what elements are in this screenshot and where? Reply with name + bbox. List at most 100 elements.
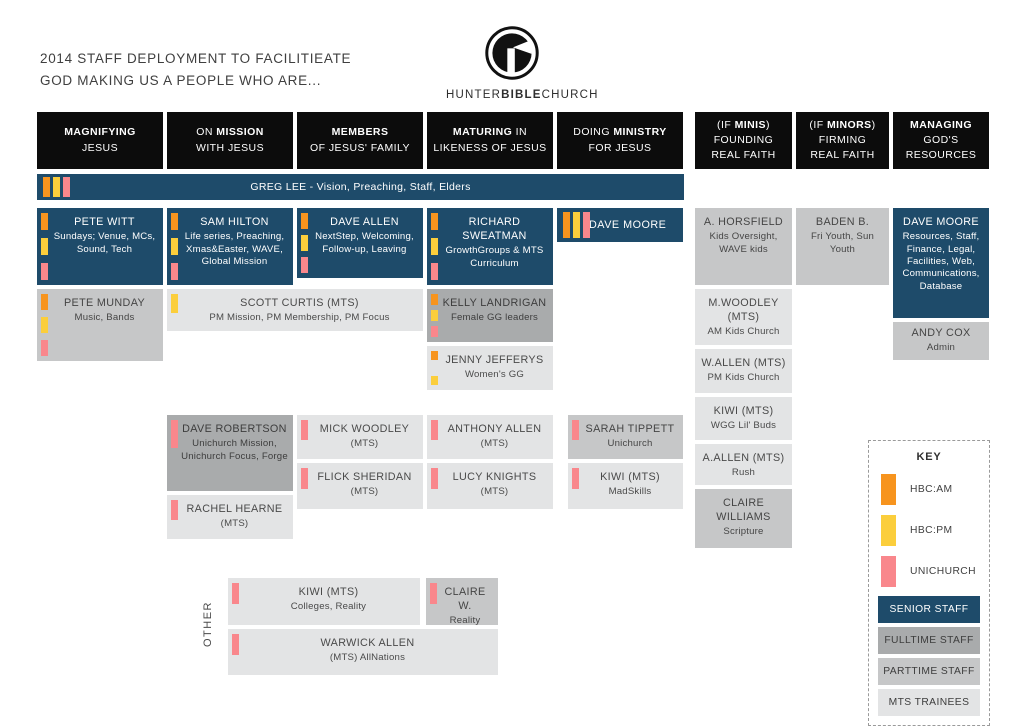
- staff-card-dave-moore-resources: DAVE MOORE Resources, Staff, Finance, Leg…: [893, 208, 989, 318]
- tag-stripes: [171, 213, 178, 280]
- staff-card-mick-woodley: MICK WOODLEY (MTS): [297, 415, 423, 459]
- staff-name: RICHARD SWEATMAN: [462, 216, 527, 243]
- hbc-pm-stripe: [53, 177, 60, 197]
- staff-card-rachel-hearne: RACHEL HEARNE(MTS): [167, 495, 293, 539]
- legend-key: KEY HBC:AM HBC:PM UNICHURCH SENIOR STAFF…: [868, 440, 990, 726]
- hbc-pm-stripe: [431, 237, 438, 256]
- staff-card-sam-hilton: SAM HILTON Life series, Preaching, Xmas&E…: [167, 208, 293, 285]
- tag-stripes: [232, 634, 239, 670]
- staff-name: DAVE MOORE: [903, 216, 979, 228]
- unichurch-stripe: [301, 468, 308, 489]
- tag-stripes: [301, 468, 308, 504]
- legend-row-hbc-am: HBC:AM: [878, 469, 980, 510]
- unichurch-swatch: [881, 556, 896, 587]
- tag-stripes: [430, 583, 437, 620]
- hbc-am-swatch: [881, 474, 896, 505]
- unichurch-stripe: [63, 177, 70, 197]
- tag-stripes: [431, 213, 438, 280]
- staff-role: Resources, Staff, Finance, Legal, Facili…: [902, 231, 980, 292]
- tag-stripes: [232, 583, 239, 620]
- hbc-pm-stripe: [431, 309, 438, 322]
- staff-role: Colleges, Reality: [290, 601, 367, 613]
- page-title-line1: 2014 STAFF DEPLOYMENT TO FACILITIEATE: [40, 51, 352, 66]
- staff-name: DAVE MOORE: [589, 218, 667, 231]
- staff-card-a-horsfield: A. HORSFIELD Kids Oversight, WAVE kids: [695, 208, 792, 285]
- hbc-pm-stripe: [301, 235, 308, 251]
- staff-role: GrowthGroups & MTS Curriculum: [445, 245, 544, 269]
- unichurch-stripe: [171, 262, 178, 280]
- staff-card-kiwi-madskills: KIWI (MTS)MadSkills: [568, 463, 683, 509]
- staff-role: PM Kids Church: [707, 372, 780, 384]
- staff-name: FLICK SHERIDAN: [317, 471, 412, 483]
- staff-name: SAM HILTON: [200, 216, 269, 228]
- legend-bar-fulltime-staff: FULLTIME STAFF: [878, 627, 980, 654]
- column-header-doing-ministry: DOING MINISTRY FOR JESUS: [557, 112, 683, 169]
- staff-role: NextStep, Welcoming, Follow-up, Leaving: [315, 231, 414, 255]
- staff-role: Reality: [449, 615, 481, 627]
- hbc-pm-stripe: [41, 316, 48, 334]
- other-section-label: OTHER: [202, 601, 214, 647]
- staff-role: AM Kids Church: [707, 326, 780, 338]
- staff-role: (MTS): [350, 438, 379, 450]
- unichurch-stripe: [301, 257, 308, 273]
- staff-card-flick-sheridan: FLICK SHERIDAN (MTS): [297, 463, 423, 509]
- legend-label: HBC:PM: [910, 525, 953, 536]
- logo-word-hunter: HUNTER: [446, 89, 502, 101]
- staff-card-a-allen: A.ALLEN (MTS)Rush: [695, 444, 792, 485]
- hbc-pm-stripe: [41, 237, 48, 256]
- staff-name: DAVE ALLEN: [330, 216, 399, 228]
- staff-role: PM Mission, PM Membership, PM Focus: [209, 312, 390, 324]
- staff-role: Life series, Preaching, Xmas&Easter, WAV…: [184, 231, 285, 267]
- staff-name: JENNY JEFFERYS: [445, 354, 544, 366]
- staff-name: KIWI (MTS): [600, 471, 660, 483]
- staff-card-baden-b: BADEN B.Fri Youth, Sun Youth: [796, 208, 889, 285]
- staff-role: Female GG leaders: [450, 312, 539, 324]
- staff-bar-greg-lee: GREG LEE - Vision, Preaching, Staff, Eld…: [37, 174, 684, 200]
- staff-name: CLAIRE WILLIAMS: [716, 497, 771, 524]
- unichurch-stripe: [232, 634, 239, 655]
- hbc-pm-stripe: [573, 212, 580, 238]
- tag-stripes: [431, 294, 438, 337]
- tag-stripes: [431, 351, 438, 385]
- hbc-am-stripe: [171, 213, 178, 231]
- staff-role: (MTS): [350, 486, 379, 498]
- staff-role: Kids Oversight, WAVE kids: [709, 231, 778, 255]
- staff-bar-label: GREG LEE - Vision, Preaching, Staff, Eld…: [250, 181, 471, 193]
- tag-stripes: [301, 420, 308, 454]
- staff-role: Women's GG: [464, 369, 525, 381]
- unichurch-stripe: [583, 212, 590, 238]
- staff-role: (MTS): [480, 486, 509, 498]
- unichurch-stripe: [171, 500, 178, 520]
- staff-role: Rush: [731, 467, 756, 479]
- staff-role: Sundays; Venue, MCs, Sound, Tech: [53, 231, 156, 255]
- hbc-pm-stripe: [171, 294, 178, 313]
- staff-role: (MTS) AllNations: [329, 652, 406, 664]
- hbc-pm-stripe: [171, 237, 178, 256]
- staff-name: MICK WOODLEY: [319, 423, 410, 435]
- unichurch-stripe: [572, 420, 579, 440]
- hbc-am-stripe: [301, 213, 308, 229]
- unichurch-stripe: [431, 325, 438, 337]
- staff-name: A. HORSFIELD: [703, 216, 784, 228]
- column-header-on-mission: ON MISSION WITH JESUS: [167, 112, 293, 169]
- column-header-maturing: MATURING IN LIKENESS OF JESUS: [427, 112, 553, 169]
- staff-card-dave-allen: DAVE ALLEN NextStep, Welcoming, Follow-up…: [297, 208, 423, 278]
- legend-bar-mts-trainees: MTS TRAINEES: [878, 689, 980, 716]
- tag-stripes: [301, 213, 308, 273]
- staff-name: W.ALLEN (MTS): [701, 357, 786, 369]
- staff-name: LUCY KNIGHTS: [452, 471, 537, 483]
- staff-card-kiwi-colleges: KIWI (MTS)Colleges, Reality: [228, 578, 420, 625]
- staff-card-scott-curtis: SCOTT CURTIS (MTS)PM Mission, PM Members…: [167, 289, 423, 331]
- tag-stripes: [563, 212, 590, 238]
- hbc-pm-stripe: [431, 376, 438, 385]
- church-logo-wordmark: HUNTERBIBLECHURCH: [446, 89, 597, 101]
